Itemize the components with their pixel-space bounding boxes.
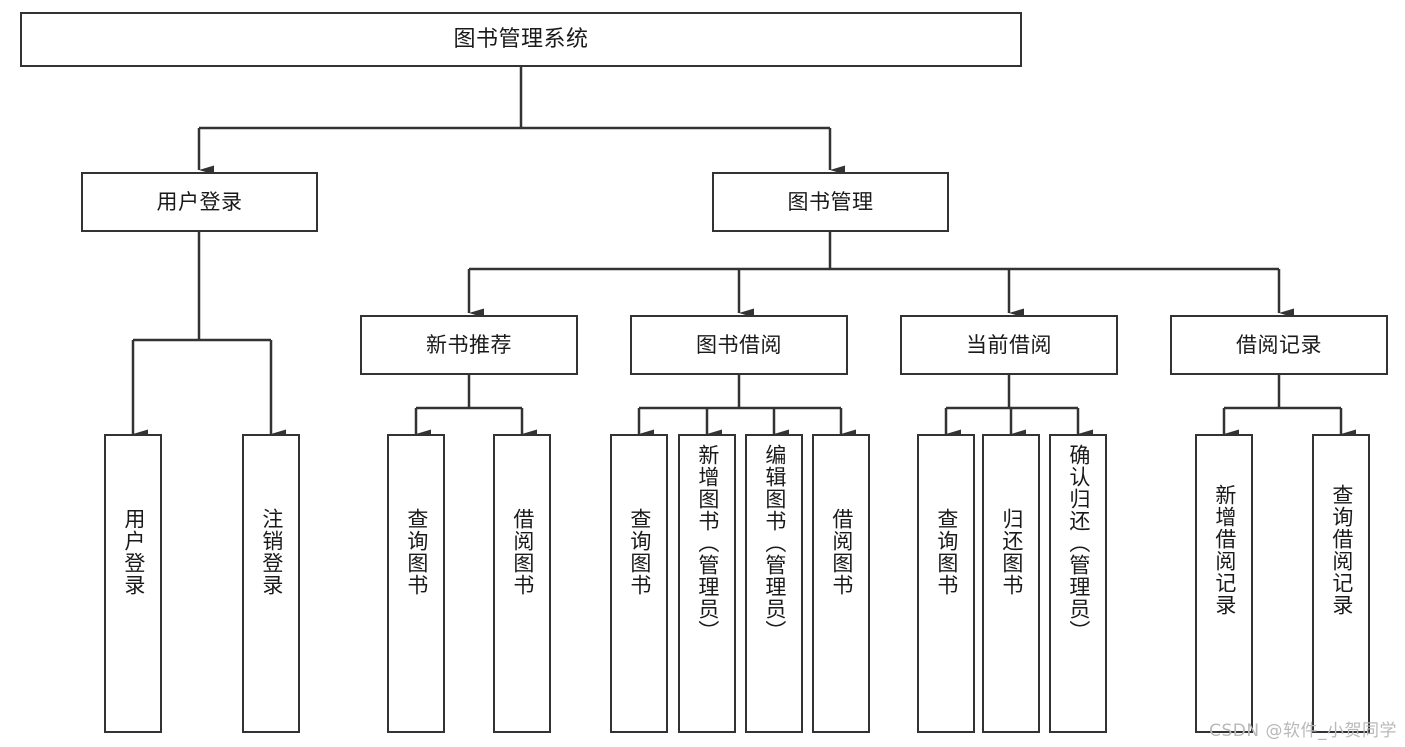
node-book-borrow[interactable]: 图书借阅: [630, 315, 848, 375]
node-label: 新书推荐: [426, 332, 512, 357]
node-leaf-query-record[interactable]: 查询借阅记录: [1312, 434, 1370, 733]
node-label: 借阅记录: [1236, 332, 1322, 357]
node-leaf-add-record[interactable]: 新增借阅记录: [1195, 434, 1253, 733]
node-user-login[interactable]: 用户登录: [81, 172, 318, 232]
node-leaf-confirm-return[interactable]: 确认归还（管理员）: [1049, 434, 1107, 733]
node-leaf-edit-book[interactable]: 编辑图书（管理员）: [745, 434, 803, 733]
node-leaf-user-login[interactable]: 用户登录: [104, 434, 162, 733]
node-book-manage[interactable]: 图书管理: [712, 172, 949, 232]
node-leaf-return-book[interactable]: 归还图书: [982, 434, 1040, 733]
node-label: 用户登录: [156, 189, 243, 214]
node-leaf-borrow-book-1[interactable]: 借阅图书: [493, 434, 551, 733]
node-label: 当前借阅: [966, 332, 1052, 357]
node-current-borrow[interactable]: 当前借阅: [900, 315, 1118, 375]
node-new-book-recommend[interactable]: 新书推荐: [360, 315, 578, 375]
node-leaf-borrow-book-2[interactable]: 借阅图书: [812, 434, 870, 733]
node-label: 归还图书: [999, 508, 1024, 596]
node-label: 借阅图书: [510, 508, 535, 596]
node-borrow-record[interactable]: 借阅记录: [1170, 315, 1388, 375]
node-label: 图书管理: [787, 189, 874, 214]
node-label: 借阅图书: [829, 508, 854, 596]
node-leaf-add-book[interactable]: 新增图书（管理员）: [678, 434, 736, 733]
node-leaf-query-book-1[interactable]: 查询图书: [387, 434, 445, 733]
node-label: 查询图书: [934, 508, 959, 596]
node-label: 编辑图书（管理员）: [762, 444, 787, 642]
node-leaf-query-book-3[interactable]: 查询图书: [917, 434, 975, 733]
node-label: 查询借阅记录: [1329, 484, 1354, 616]
node-label: 新增借阅记录: [1212, 484, 1237, 616]
node-label: 查询图书: [627, 508, 652, 596]
node-label: 注销登录: [259, 508, 284, 596]
node-leaf-user-logout[interactable]: 注销登录: [242, 434, 300, 733]
node-label: 用户登录: [121, 508, 146, 596]
node-label: 确认归还（管理员）: [1066, 444, 1091, 642]
node-book-management-system[interactable]: 图书管理系统: [20, 12, 1022, 67]
node-leaf-query-book-2[interactable]: 查询图书: [610, 434, 668, 733]
node-label: 图书管理系统: [453, 26, 589, 52]
node-label: 查询图书: [404, 508, 429, 596]
node-label: 图书借阅: [696, 332, 782, 357]
node-label: 新增图书（管理员）: [695, 444, 720, 642]
